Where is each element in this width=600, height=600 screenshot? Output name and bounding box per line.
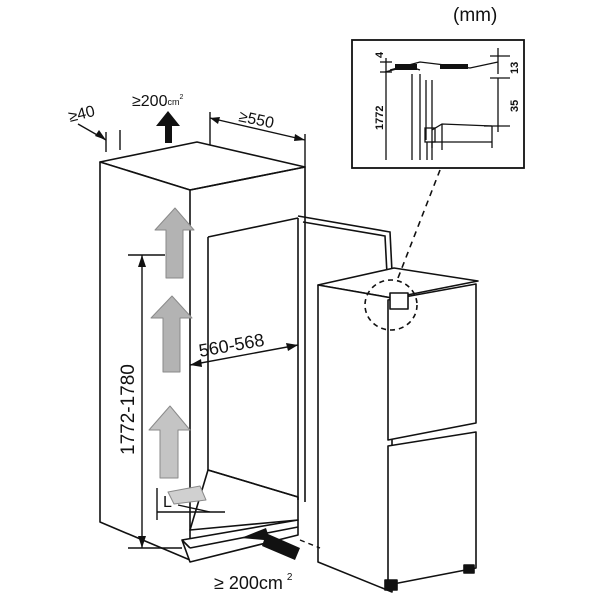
height-label: 1772-1780	[118, 364, 139, 455]
top-vent-unit: cm	[167, 97, 179, 107]
top-vent-sup: 2	[179, 94, 183, 101]
length-label: L	[163, 494, 172, 511]
detail-callout-circle	[364, 279, 418, 331]
detail-callout-leader	[397, 169, 441, 279]
units-label: (mm)	[453, 5, 497, 26]
top-vent-arrow	[156, 111, 180, 143]
airflow-arrows	[148, 207, 207, 505]
detail-dim-13: 13	[509, 62, 521, 74]
detail-dim-35: 35	[509, 100, 521, 112]
dimension-arrowheads	[95, 117, 305, 548]
side-gap-label: ≥40	[67, 103, 97, 126]
bottom-vent-label: ≥ 200cm 2	[214, 572, 293, 593]
dimension-lines	[77, 112, 321, 549]
bottom-vent-value: ≥ 200cm	[214, 573, 283, 593]
depth-label: ≥550	[237, 108, 275, 132]
fridge	[317, 267, 479, 593]
detail-dim-4: 4	[374, 51, 386, 58]
door-sheet	[297, 215, 393, 275]
top-vent-label: ≥200cm2	[132, 93, 183, 110]
detail-dim-1772: 1772	[374, 106, 386, 130]
bottom-vent-arrow	[241, 528, 300, 560]
top-vent-value: ≥200	[132, 93, 168, 110]
detail-box: 4 1772 13 35	[351, 39, 525, 169]
bottom-vent-sup: 2	[287, 572, 293, 583]
